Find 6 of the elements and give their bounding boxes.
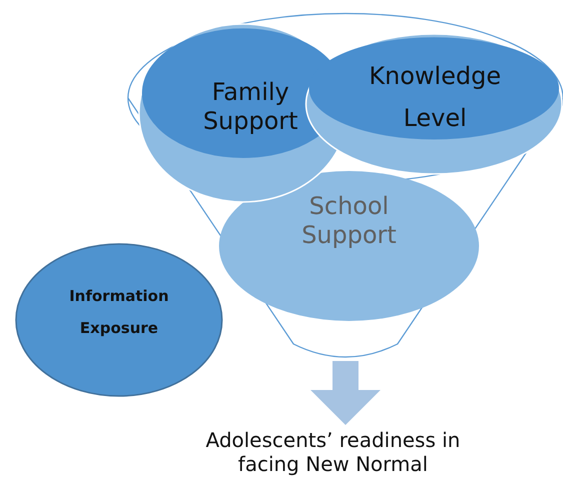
block-arrow	[310, 361, 380, 425]
node-label: Information Exposure	[68, 286, 170, 338]
node-label: School Support	[300, 192, 398, 250]
node-label: Knowledge Level	[368, 61, 502, 134]
outcome-text: Adolescents’ readiness in facing New Normal	[204, 428, 462, 476]
node-label: Family Support	[202, 78, 299, 136]
